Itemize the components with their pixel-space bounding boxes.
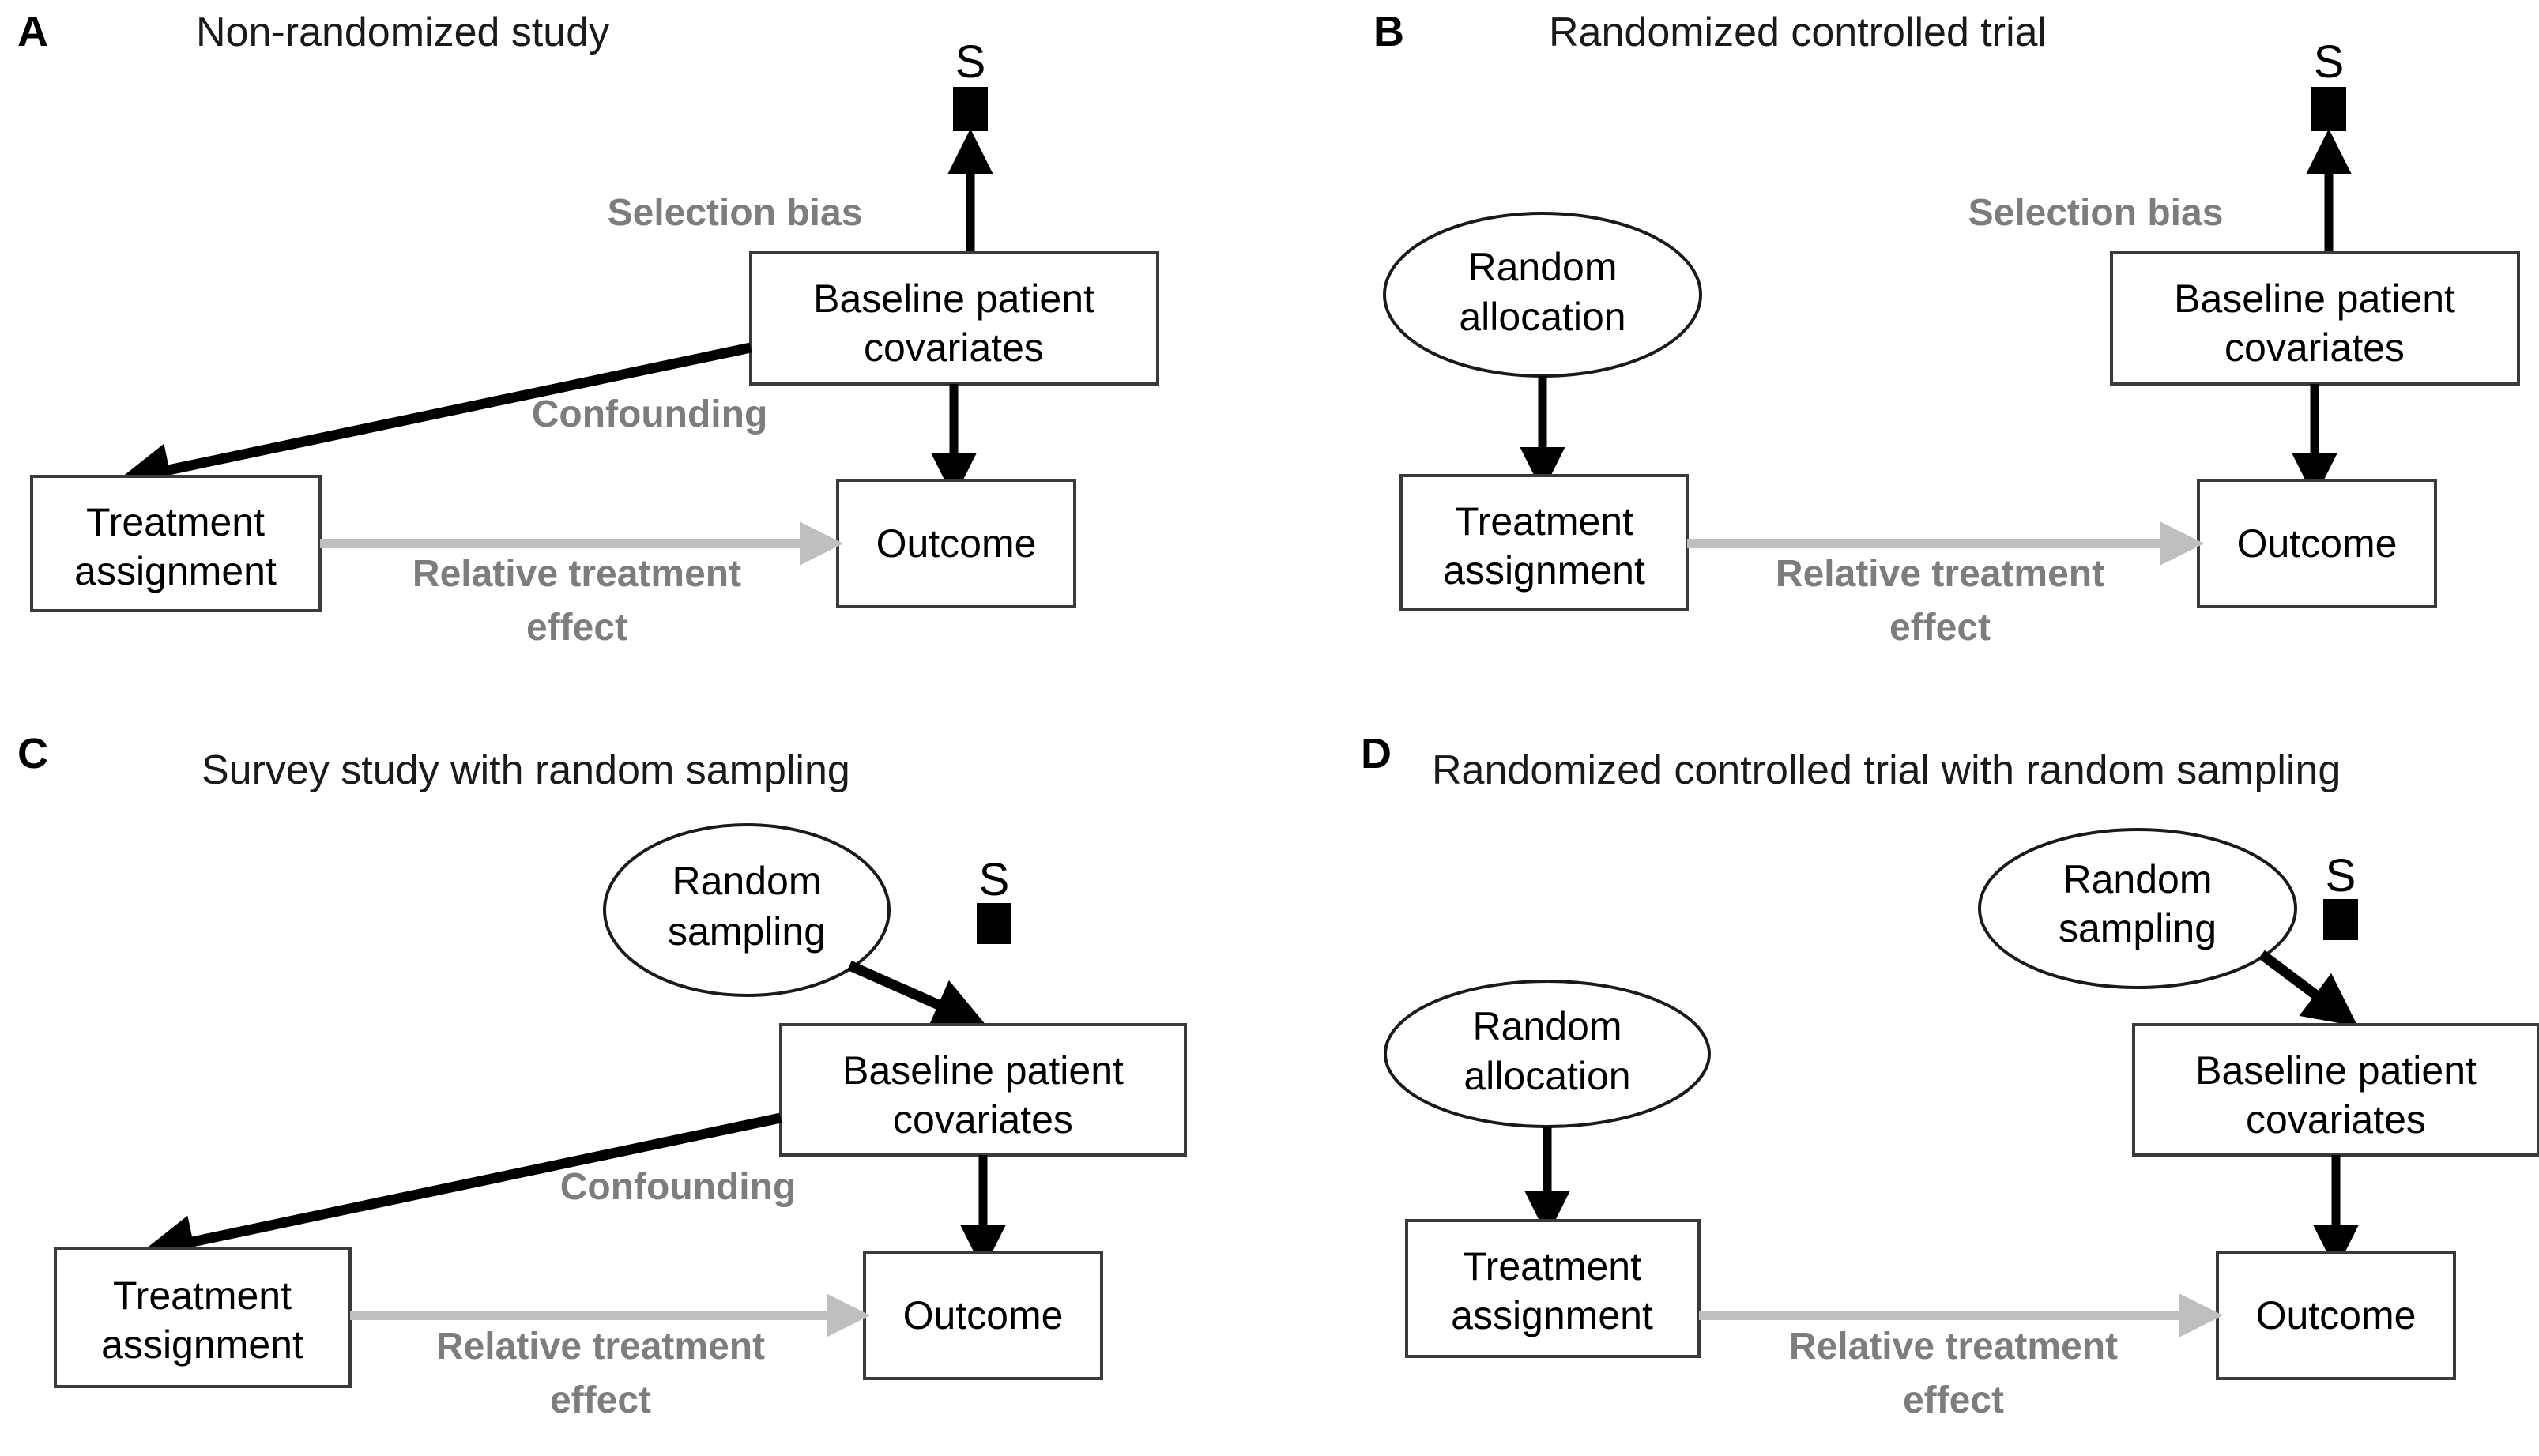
panel-b-selection-bias-label: Selection bias (1968, 192, 2224, 234)
panel-b-treatment-label-line1: Treatment (1455, 499, 1633, 544)
panel-a-selection-letter: S (955, 36, 986, 88)
panel-d-title: Randomized controlled trial with random … (1432, 747, 2341, 793)
panel-d-outcome-label: Outcome (2256, 1293, 2417, 1337)
panel-c-random-sampling-ellipse[interactable] (603, 823, 891, 997)
panel-d-random-allocation-label-line2: allocation (1464, 1054, 1630, 1098)
panel-d-baseline-label-line2: covariates (2246, 1097, 2426, 1142)
panel-a-selection-bias-label: Selection bias (608, 192, 863, 234)
panel-b-random-allocation-label-line1: Random (1468, 245, 1618, 289)
panel-c-letter: C (17, 730, 48, 777)
panel-d-relative-effect-label-line2: effect (1903, 1379, 2004, 1421)
panel-c-confounding-arrow (141, 1112, 782, 1268)
panel-b-random-allocation-label-line2: allocation (1459, 295, 1625, 339)
panel-a-letter: A (17, 8, 48, 55)
panel-c-random-sampling-label-line2: sampling (668, 909, 826, 954)
panel-b-treatment-label-line2: assignment (1443, 548, 1645, 593)
panel-d-random-sampling-label-line2: sampling (2059, 906, 2217, 950)
panel-c-sampling-to-baseline-arrow (847, 961, 987, 1029)
panel-a: A Non-randomized study S Selection bias … (17, 8, 1159, 649)
panel-c-treatment-box[interactable] (54, 1247, 352, 1388)
panel-b-baseline-label-line1: Baseline patient (2174, 277, 2455, 321)
panel-c-random-sampling-label-line1: Random (672, 859, 822, 903)
panel-d-sampling-to-baseline-arrow (2258, 950, 2358, 1027)
panel-a-relative-effect-label-line2: effect (526, 607, 627, 649)
panel-a-selection-square-icon (953, 87, 988, 131)
panel-b-treatment-box[interactable] (1399, 474, 1689, 611)
panel-b: B Randomized controlled trial S Selectio… (1373, 8, 2520, 649)
panel-c-relative-effect-label-line2: effect (550, 1379, 651, 1421)
panel-d-outcome-box[interactable] (2216, 1251, 2456, 1380)
panel-c-selection-letter: S (979, 854, 1010, 905)
panel-b-relative-effect-label-line1: Relative treatment (1776, 553, 2104, 595)
panel-d-selection-square-icon (2323, 899, 2358, 940)
panel-d-baseline-box[interactable] (2132, 1023, 2539, 1157)
panel-b-title: Randomized controlled trial (1549, 9, 2047, 55)
panel-c-title: Survey study with random sampling (202, 747, 850, 793)
panel-c-outcome-box[interactable] (863, 1251, 1103, 1380)
panel-c-relative-effect-label-line1: Relative treatment (436, 1326, 765, 1368)
panel-a-title: Non-randomized study (196, 9, 609, 55)
panel-a-confounding-arrow (117, 342, 752, 496)
panel-d-baseline-label-line1: Baseline patient (2195, 1048, 2477, 1093)
panel-d-treatment-label-line2: assignment (1451, 1293, 1653, 1337)
panel-c-selection-square-icon (977, 903, 1011, 944)
panel-c-baseline-label-line1: Baseline patient (842, 1048, 1124, 1093)
panel-d-random-sampling-ellipse[interactable] (1978, 828, 2297, 989)
panel-a-outcome-box[interactable] (836, 479, 1076, 608)
panel-c: C Survey study with random sampling Rand… (17, 730, 1187, 1421)
panel-d-random-allocation-label-line1: Random (1473, 1004, 1622, 1048)
panel-d: D Randomized controlled trial with rando… (1361, 730, 2539, 1421)
panel-c-confounding-label: Confounding (560, 1166, 797, 1208)
panel-d-relative-effect-label-line1: Relative treatment (1789, 1326, 2118, 1368)
panel-d-random-sampling-label-line1: Random (2063, 857, 2213, 901)
panel-b-relative-effect-label-line2: effect (1889, 607, 1991, 649)
panel-b-selection-letter: S (2314, 36, 2345, 88)
panel-d-treatment-box[interactable] (1405, 1219, 1701, 1358)
panel-b-letter: B (1373, 8, 1404, 55)
panel-c-outcome-label: Outcome (903, 1293, 1064, 1337)
panel-a-treatment-box[interactable] (30, 475, 322, 612)
panel-b-selection-square-icon (2311, 87, 2346, 131)
panel-c-treatment-label-line1: Treatment (113, 1274, 292, 1318)
panel-a-confounding-label: Confounding (532, 393, 768, 435)
panel-a-baseline-label-line2: covariates (864, 325, 1044, 370)
panel-d-letter: D (1361, 730, 1392, 777)
panel-a-treatment-label-line2: assignment (74, 549, 277, 593)
panel-a-treatment-label-line1: Treatment (86, 500, 265, 544)
panel-a-baseline-label-line1: Baseline patient (813, 277, 1094, 321)
panel-d-selection-letter: S (2326, 850, 2356, 901)
panel-a-relative-effect-label-line1: Relative treatment (412, 553, 741, 595)
panel-d-treatment-label-line1: Treatment (1463, 1244, 1641, 1289)
panel-c-baseline-box[interactable] (779, 1023, 1187, 1157)
panel-c-treatment-label-line2: assignment (101, 1322, 303, 1367)
panel-c-baseline-label-line2: covariates (893, 1097, 1073, 1142)
panel-b-outcome-label: Outcome (2237, 521, 2398, 566)
panel-b-baseline-label-line2: covariates (2224, 325, 2405, 370)
panel-a-outcome-label: Outcome (876, 521, 1037, 566)
